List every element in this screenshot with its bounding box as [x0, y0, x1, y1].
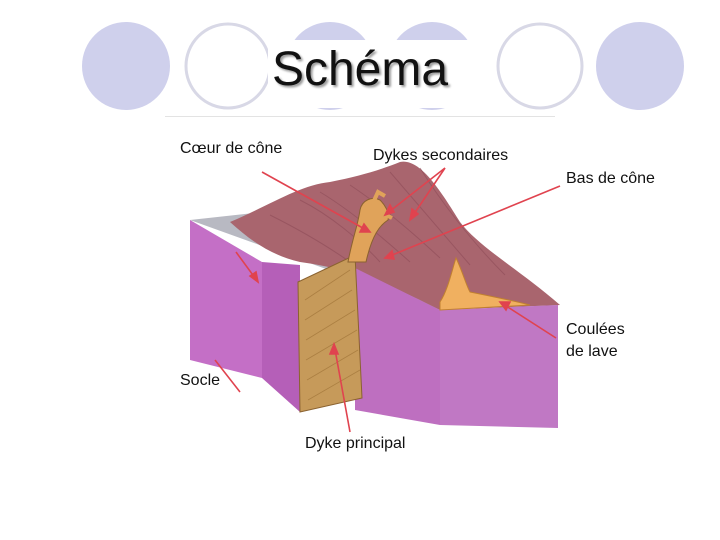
title-divider: [165, 116, 555, 117]
arrowhead-dyke-principal: [328, 341, 340, 355]
header-circle-6: [596, 22, 684, 110]
socle-right-face: [440, 305, 558, 428]
title-backing: [268, 40, 478, 108]
label-coulees-line2: de lave: [566, 343, 618, 360]
header-circle-1: [82, 22, 170, 110]
header-circle-5: [496, 22, 584, 110]
arrowhead-socle-2: [248, 270, 260, 284]
cone-striations: [269, 167, 506, 276]
arrow-socle-1: [214, 359, 241, 393]
arrowhead-dykes-1: [383, 203, 396, 217]
label-dykes-secondaires: Dykes secondaires: [373, 147, 509, 164]
dyke-principal-slab: [297, 254, 363, 413]
socle-inner-face: [355, 268, 440, 425]
socle-front-face: [262, 262, 300, 412]
label-arrows: [214, 167, 561, 433]
label-socle: Socle: [180, 372, 221, 389]
arrowhead-coeur-cone: [358, 222, 372, 233]
label-coeur-cone: Cœur de cône: [180, 140, 283, 157]
label-dyke-principal: Dyke principal: [305, 435, 406, 452]
dyke-grain: [304, 269, 361, 401]
label-coulees-line1: Coulées: [566, 321, 625, 338]
cone: [230, 161, 560, 310]
arrow-coeur-cone: [261, 171, 371, 233]
arrowhead-dykes-2: [408, 207, 420, 222]
arrowhead-bas-cone: [383, 249, 396, 260]
label-bas-cone: Bas de cône: [566, 170, 655, 187]
arrow-dykes-secondaires-1: [384, 167, 446, 216]
header-circles: [82, 22, 684, 110]
socle-left-face: [190, 220, 262, 378]
slide-title: Schéma: [271, 43, 449, 96]
coulees-de-lave-shape: [439, 256, 531, 311]
arrow-bas-cone: [384, 185, 561, 259]
arrow-coulees-lave: [499, 301, 557, 339]
arrowhead-coulees: [498, 301, 512, 312]
arrow-dyke-principal: [333, 343, 351, 433]
